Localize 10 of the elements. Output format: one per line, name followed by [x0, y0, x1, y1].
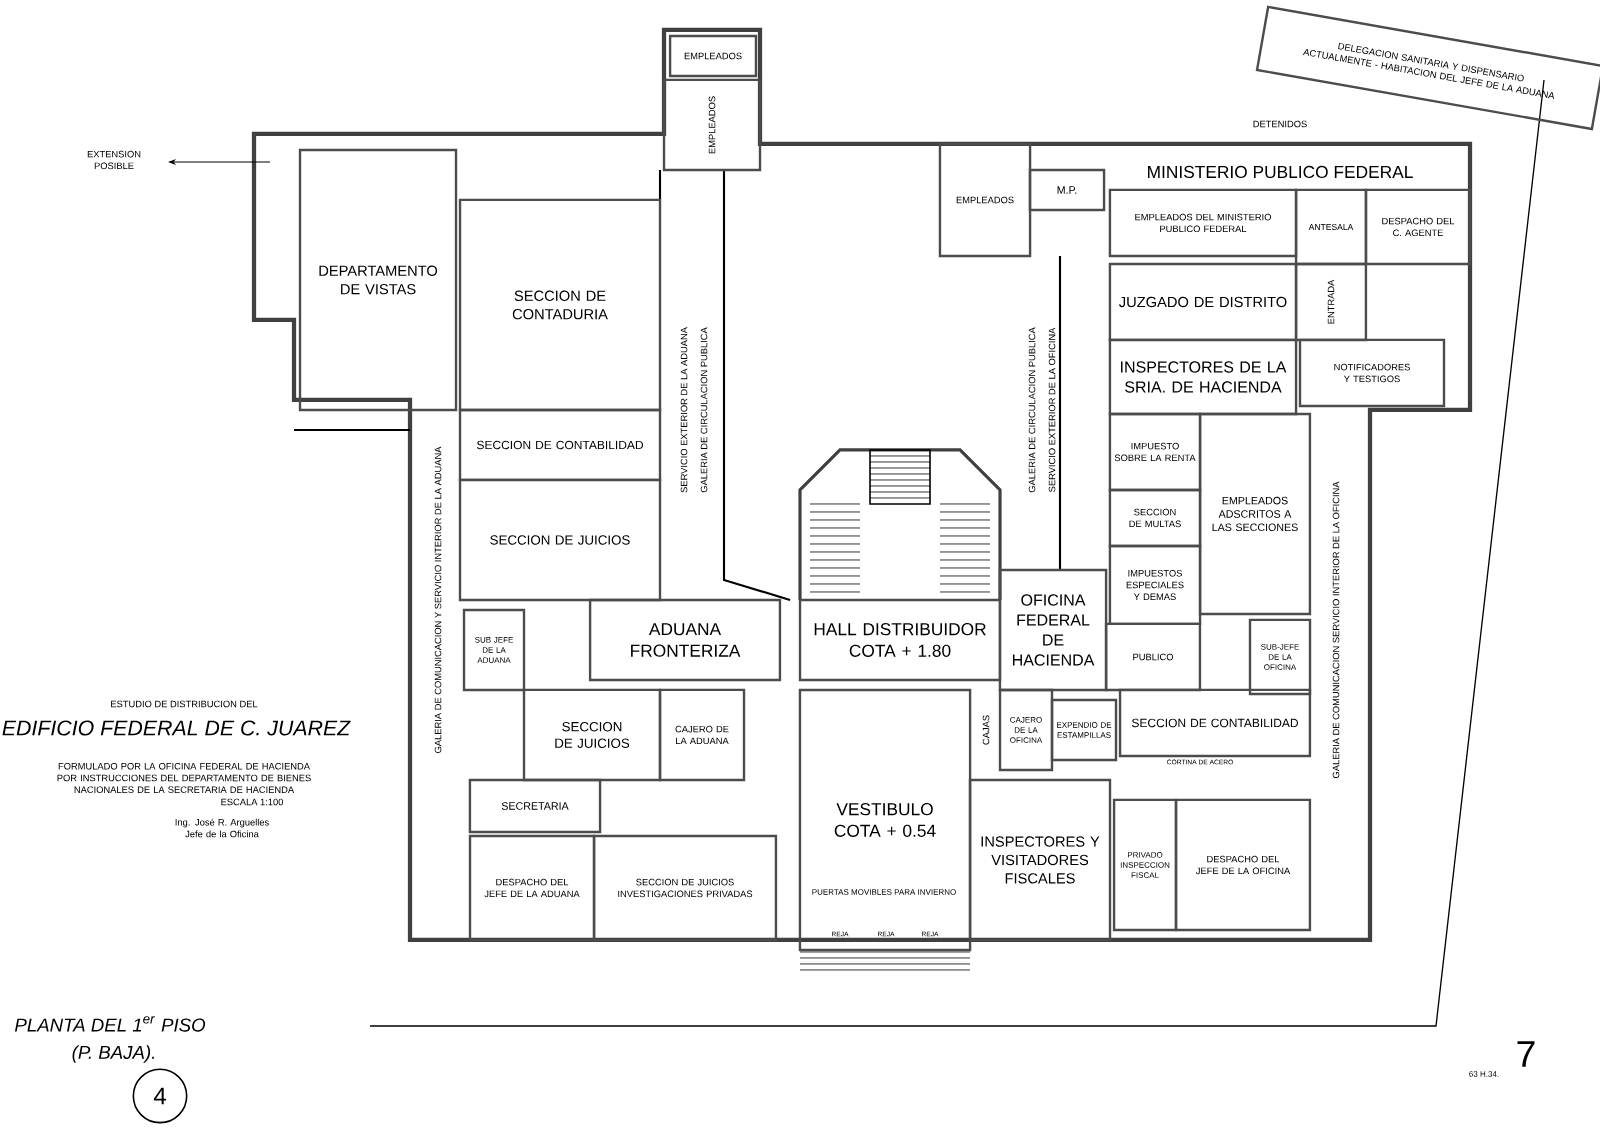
title-block-heading: EDIFICIO FEDERAL DE C. JUAREZ	[2, 720, 351, 736]
sheet-number: 7	[1517, 1041, 1535, 1067]
plan-title: (P. BAJA).	[72, 1045, 155, 1063]
circled-number: 4	[132, 1068, 188, 1124]
room-label: MINISTERIO PUBLICO FEDERAL	[1148, 165, 1413, 179]
room-box: HALL DISTRIBUIDOR COTA + 1.80	[798, 598, 1002, 682]
room-box: OFICINA FEDERAL DE HACIENDA	[998, 568, 1108, 692]
room-box: INSPECTORES DE LA SRIA. DE HACIENDA	[1108, 338, 1298, 416]
room-box: ADUANA FRONTERIZA	[588, 598, 782, 682]
plan-title: PLANTA DEL 1$^{er}$ PISO	[14, 1016, 206, 1032]
